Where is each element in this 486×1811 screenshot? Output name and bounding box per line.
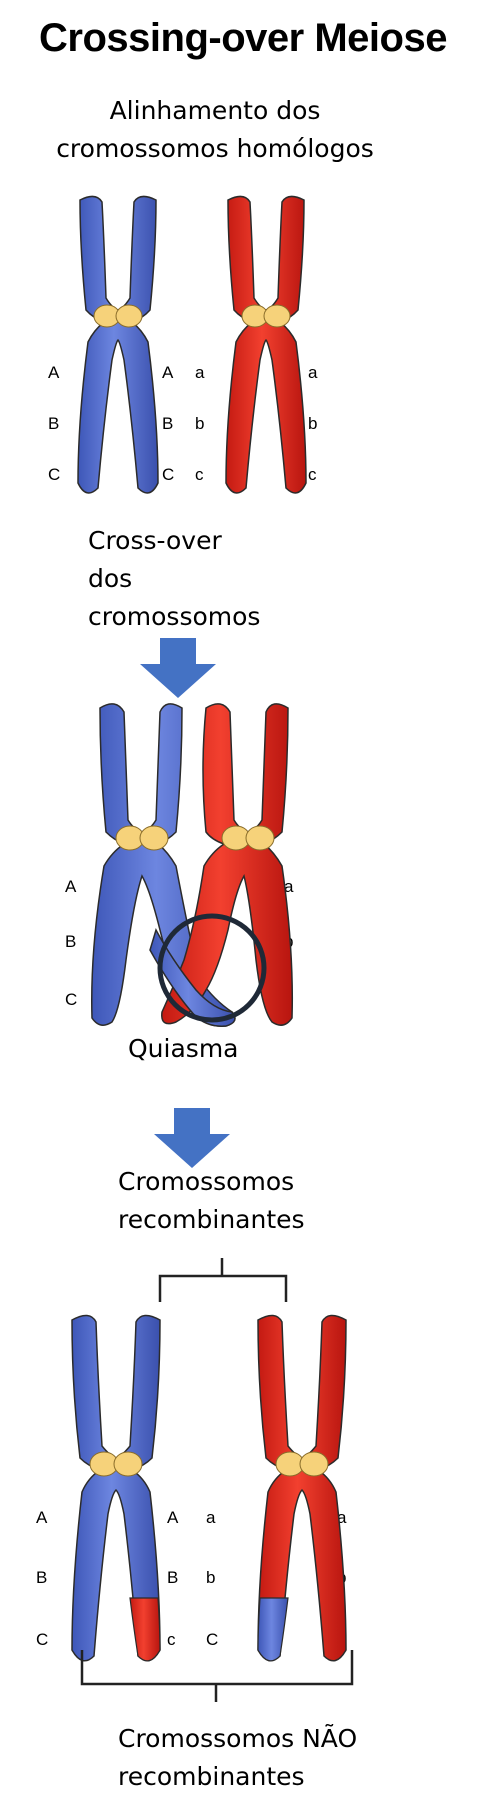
- centromere: [113, 1451, 143, 1477]
- gene-label: c: [195, 465, 204, 484]
- gene-label: a: [308, 363, 318, 382]
- recombinant-segment: [129, 1597, 161, 1662]
- step3-line1: Cromossomos: [118, 1167, 295, 1196]
- step3-line2: recombinantes: [118, 1205, 305, 1234]
- gene-label: A: [36, 1508, 48, 1527]
- step2-line1: Cross-over dos: [88, 526, 222, 593]
- recombinant-segment: [257, 1597, 289, 1662]
- gene-label: B: [36, 1568, 48, 1587]
- down-arrow-icon: [154, 1108, 230, 1168]
- red-chromosome-stage3: [257, 1314, 347, 1662]
- step1-line1: Alinhamento dos: [109, 96, 321, 125]
- gene-label: a: [337, 1508, 347, 1527]
- gene-label: C: [65, 990, 78, 1009]
- gene-label: A: [167, 1508, 179, 1527]
- gene-label: C: [206, 1630, 219, 1649]
- red-chromosome-stage1: [225, 195, 307, 494]
- centromere: [139, 825, 169, 851]
- centromere: [263, 304, 291, 328]
- gene-label: B: [162, 414, 174, 433]
- blue-chromosome-stage1: [77, 195, 159, 494]
- step2-label: Cross-over dos cromossomos: [88, 522, 268, 636]
- chiasma-circle-icon: [157, 913, 267, 1023]
- chiasma-label: Quiasma: [128, 1034, 239, 1063]
- diagram-title: Crossing-over Meiose: [39, 16, 447, 60]
- non-recombinant-bracket: [80, 1650, 354, 1702]
- gene-label: C: [162, 465, 175, 484]
- gene-label: C: [48, 465, 61, 484]
- step3-label: Cromossomos recombinantes: [118, 1163, 318, 1239]
- recombinant-bracket: [158, 1258, 288, 1302]
- gene-label: a: [195, 363, 205, 382]
- gene-label: B: [48, 414, 60, 433]
- gene-label: b: [308, 414, 318, 433]
- gene-label: A: [65, 877, 77, 896]
- centromere: [245, 825, 275, 851]
- gene-label: b: [206, 1568, 216, 1587]
- step2-line2: cromossomos: [88, 602, 261, 631]
- step4-label: Cromossomos NÃO recombinantes: [118, 1720, 358, 1796]
- gene-label: B: [65, 932, 77, 951]
- down-arrow-icon: [140, 638, 216, 698]
- step1-label: Alinhamento dos cromossomos homólogos: [40, 92, 390, 168]
- step4-line2: recombinantes: [118, 1762, 305, 1791]
- step1-line2: cromossomos homólogos: [56, 134, 374, 163]
- gene-label: b: [195, 414, 205, 433]
- centromere: [115, 304, 143, 328]
- gene-label: C: [36, 1630, 49, 1649]
- gene-label: c: [167, 1630, 176, 1649]
- step4-line1: Cromossomos NÃO: [118, 1724, 358, 1753]
- gene-label: A: [162, 363, 174, 382]
- gene-label: c: [308, 465, 317, 484]
- gene-label: B: [167, 1568, 179, 1587]
- gene-label: A: [48, 363, 60, 382]
- blue-chromosome-stage3: [71, 1314, 161, 1662]
- gene-label: a: [284, 877, 294, 896]
- centromere: [299, 1451, 329, 1477]
- gene-label: a: [206, 1508, 216, 1527]
